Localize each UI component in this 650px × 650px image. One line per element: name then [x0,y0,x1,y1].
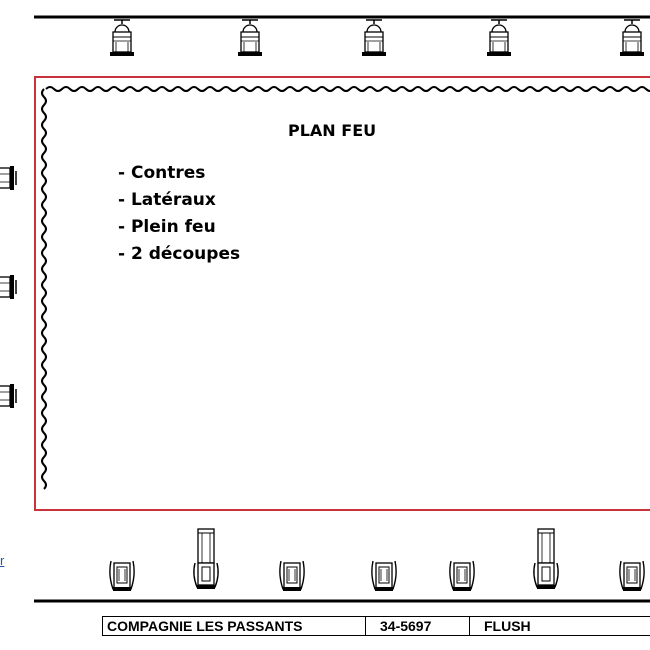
top-fixture-2 [237,19,263,57]
reference-number: 34-5697 [366,617,470,635]
bottom-fixture-2 [193,528,219,590]
note-item: - Contres [118,163,206,183]
top-fixture-5 [619,19,645,57]
side-link[interactable]: r [0,553,5,568]
bottom-fixture-4 [371,560,397,592]
show-name: FLUSH [484,618,531,634]
curtain-top [45,86,650,92]
left-fixture-3 [0,383,17,409]
note-item: - Plein feu [118,217,216,237]
curtain-left [41,88,47,490]
left-fixture-1 [0,165,17,191]
title-block: COMPAGNIE LES PASSANTS 34-5697 FLUSH [102,616,650,636]
plan-title: PLAN FEU [288,121,377,140]
note-item: - Latéraux [118,190,216,210]
company-name: COMPAGNIE LES PASSANTS [103,617,366,635]
left-fixture-2 [0,274,17,300]
bottom-fixture-1 [109,560,135,592]
bottom-fixture-3 [279,560,305,592]
stage-outline [34,76,650,511]
bottom-fixture-5 [449,560,475,592]
plan-notes: - Contres - Latéraux - Plein feu - 2 déc… [118,160,240,268]
top-fixture-4 [486,19,512,57]
top-fixture-1 [109,19,135,57]
bottom-fixture-7 [619,560,645,592]
top-fixture-3 [361,19,387,57]
bottom-fixture-6 [533,528,559,590]
note-item: - 2 découpes [118,244,241,264]
